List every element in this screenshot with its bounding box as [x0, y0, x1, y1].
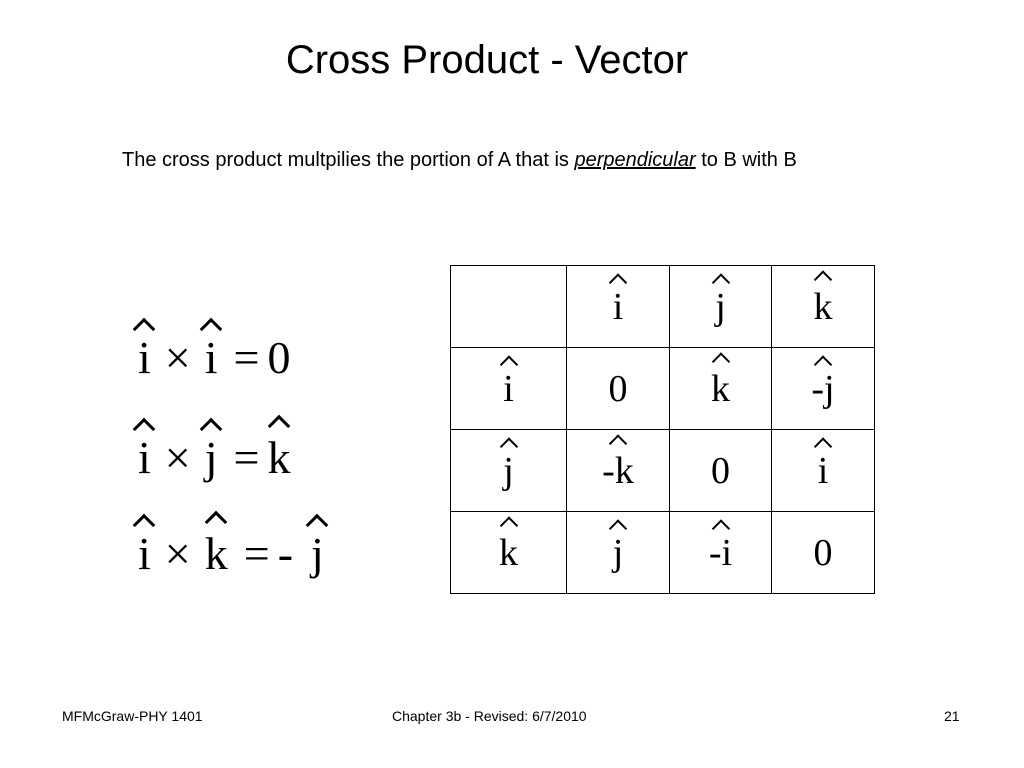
negative-sign: -: [277, 528, 294, 579]
table-header-row: i j k: [450, 265, 875, 348]
unit-vector-neg-i: -i: [708, 531, 733, 574]
unit-vector-j: j: [612, 531, 624, 574]
table-header-cell: i: [566, 265, 670, 348]
table-header-cell: k: [771, 265, 875, 348]
unit-vector-j: j: [311, 528, 324, 579]
slide-title: Cross Product - Vector: [285, 38, 689, 82]
table-cell: 0: [669, 429, 772, 512]
equals-sign: =: [233, 332, 260, 383]
table-cell: i: [771, 429, 875, 512]
equation-i-cross-j: i × j =k: [138, 430, 290, 486]
unit-vector-i: i: [612, 285, 624, 328]
table-cell: j: [566, 511, 670, 594]
unit-vector-neg-j: -j: [811, 367, 835, 410]
intro-part-2: to B with B: [695, 149, 797, 171]
footer-page-number: 21: [944, 708, 960, 724]
table-header-cell: j: [669, 265, 772, 348]
equals-sign: =: [243, 528, 270, 579]
unit-vector-neg-k: -k: [602, 449, 634, 492]
equation-i-cross-k: i × k =-j: [138, 526, 324, 582]
intro-emphasis: perpendicular: [574, 149, 696, 171]
unit-vector-k: k: [499, 531, 518, 574]
unit-vector-j: j: [204, 432, 218, 483]
unit-vector-i: i: [204, 332, 218, 383]
table-row-header: j: [450, 429, 567, 512]
unit-vector-k: k: [204, 528, 228, 579]
intro-text: The cross product multpilies the portion…: [122, 146, 902, 174]
table-cell: 0: [771, 511, 875, 594]
unit-vector-j: j: [715, 285, 726, 328]
unit-vector-i: i: [138, 432, 151, 483]
table-row: i 0 k -j: [450, 347, 875, 430]
unit-vector-i: i: [138, 332, 151, 383]
table-cell: -k: [566, 429, 670, 512]
intro-part-1: The cross product multpilies the portion…: [122, 149, 575, 171]
unit-vector-i: i: [817, 449, 829, 492]
equation-i-cross-i: i × i =0: [138, 330, 290, 386]
table-cell: k: [669, 347, 772, 430]
table-row: k j -i 0: [450, 511, 875, 594]
table-cell: -i: [669, 511, 772, 594]
cross-operator: ×: [164, 528, 191, 579]
unit-vector-k: k: [711, 367, 730, 410]
unit-vector-k: k: [813, 285, 833, 328]
unit-vector-k: k: [267, 432, 291, 483]
cross-product-table: i j k i 0 k -j j -k 0 i k j -i 0: [450, 265, 875, 594]
unit-vector-i: i: [138, 528, 151, 579]
equation-result: 0: [267, 332, 291, 383]
table-corner-cell: [450, 265, 567, 348]
table-row-header: k: [450, 511, 567, 594]
table-row-header: i: [450, 347, 567, 430]
footer-author: MFMcGraw-PHY 1401: [62, 708, 203, 724]
cross-operator: ×: [164, 432, 191, 483]
table-cell: 0: [566, 347, 670, 430]
unit-vector-i: i: [503, 367, 514, 410]
footer-chapter: Chapter 3b - Revised: 6/7/2010: [392, 708, 587, 724]
cross-operator: ×: [164, 332, 191, 383]
table-row: j -k 0 i: [450, 429, 875, 512]
equals-sign: =: [233, 432, 260, 483]
unit-vector-j: j: [503, 449, 514, 492]
table-cell: -j: [771, 347, 875, 430]
